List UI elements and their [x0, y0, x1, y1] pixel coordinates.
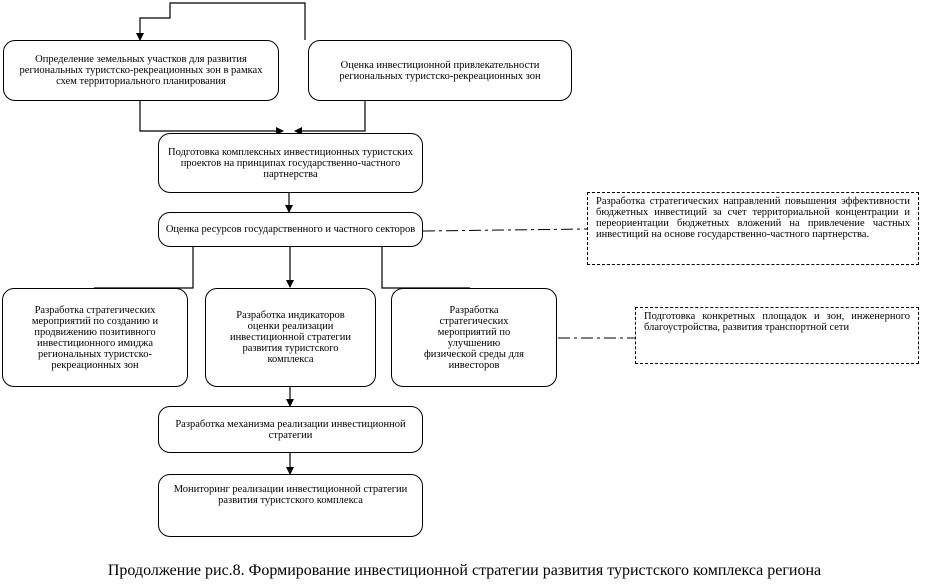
- arrow-resources-to-image: [94, 247, 194, 289]
- box-investment-attractiveness: Оценка инвестиционной привлекательности …: [308, 40, 572, 101]
- arrow-land-to-projects: [139, 101, 284, 135]
- note-site-preparation: Подготовка конкретных площадок и зон, ин…: [635, 307, 919, 364]
- box-physical-environment: Разработка стратегических мероприятий по…: [391, 288, 557, 387]
- box-implementation-mechanism: Разработка механизма реализации инвестиц…: [158, 406, 423, 453]
- box-investment-image: Разработка стратегических мероприятий по…: [2, 288, 188, 387]
- figure-caption: Продолжение рис.8. Формирование инвестиц…: [107, 562, 822, 579]
- feedback-arrow: [136, 2, 306, 41]
- box-indicators: Разработка индикаторов оценки реализации…: [205, 288, 376, 387]
- dashdot-resources-to-note: [422, 228, 588, 232]
- box-complex-projects: Подготовка комплексных инвестиционных ту…: [158, 133, 423, 193]
- box-land-selection: Определение земельных участков для разви…: [3, 40, 279, 101]
- note-budget-efficiency: Разработка стратегических направлений по…: [587, 192, 919, 265]
- arrow-attractiveness-to-projects: [294, 101, 366, 135]
- arrow-resources-to-environment: [381, 247, 470, 289]
- box-resource-assessment: Оценка ресурсов государственного и частн…: [158, 212, 423, 247]
- box-monitoring: Мониторинг реализации инвестиционной стр…: [158, 474, 423, 537]
